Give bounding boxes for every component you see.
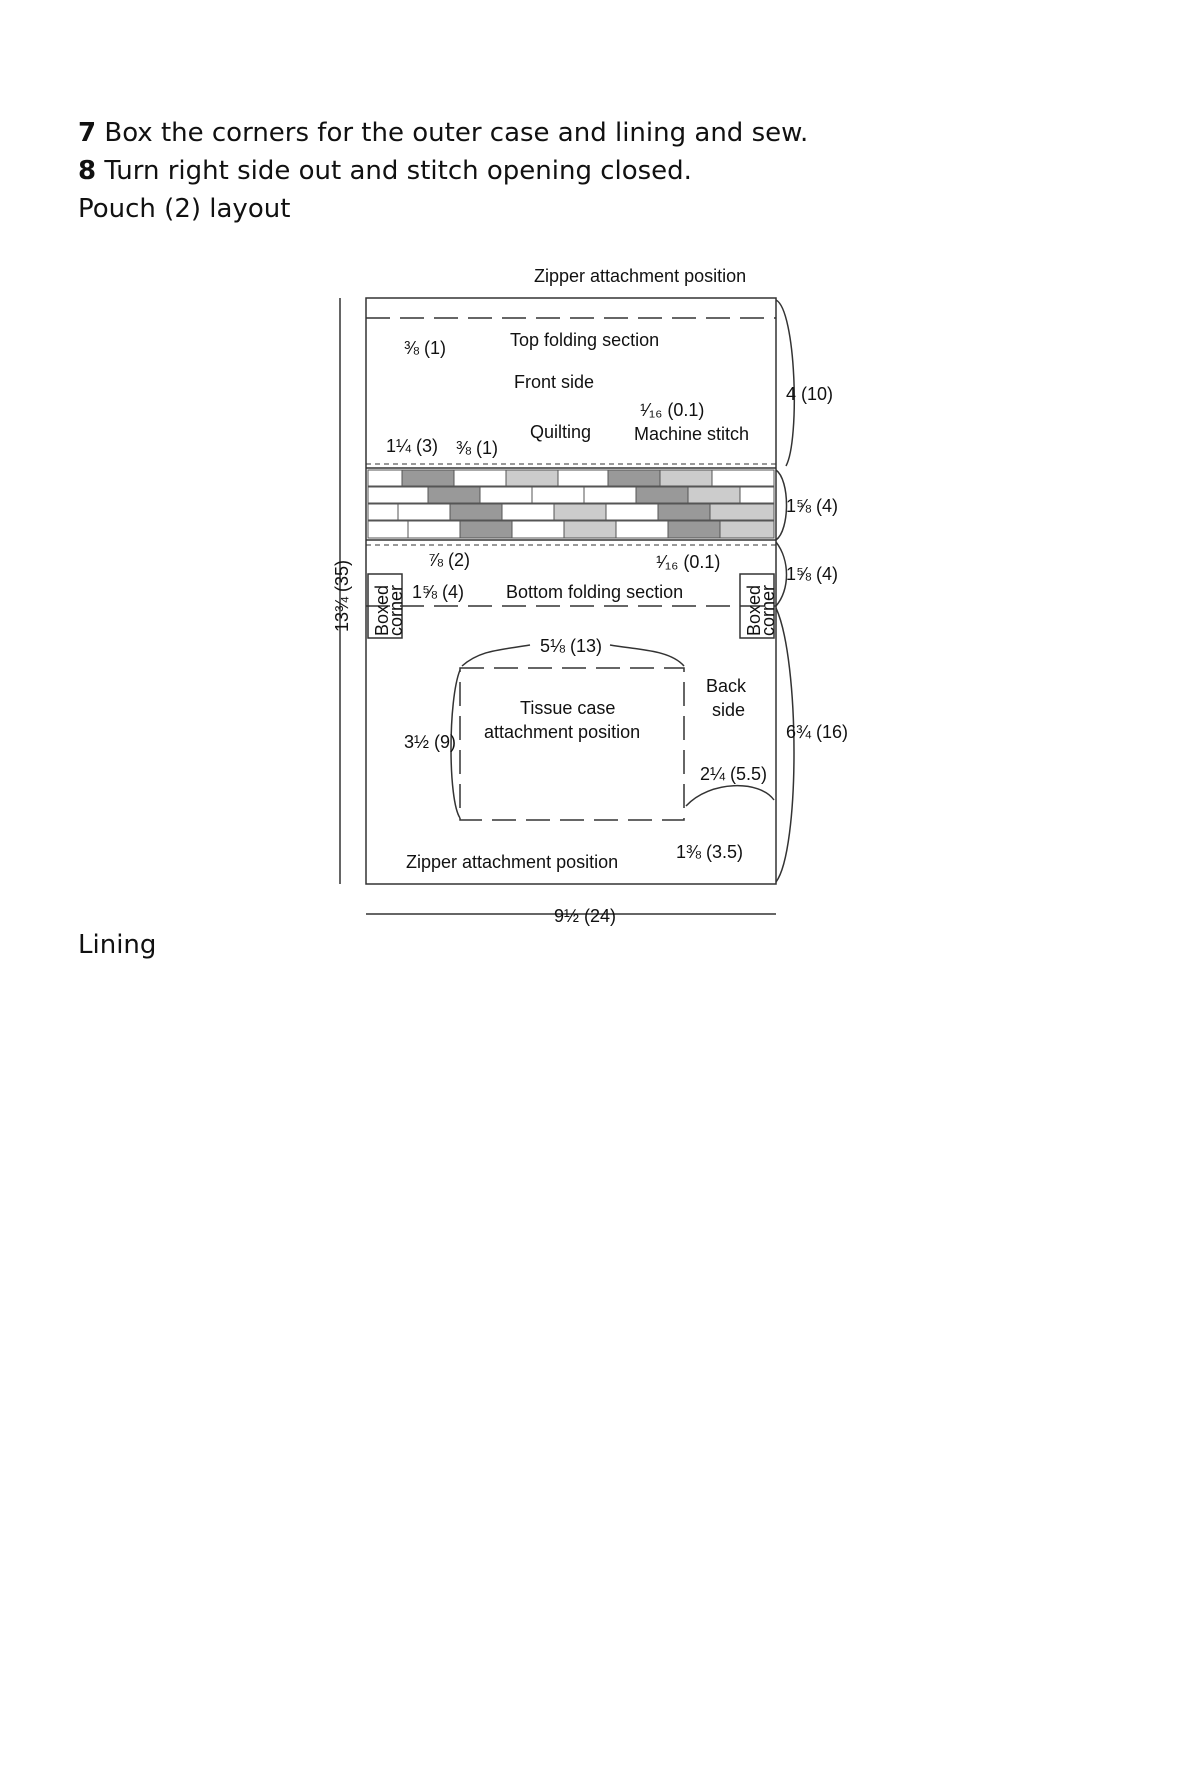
dim-sixteenth-bottom: ¹⁄₁₆ (0.1) bbox=[656, 552, 720, 572]
dim-six-three-quarter: 6¾ (16) bbox=[786, 722, 848, 742]
quilting-bricks bbox=[367, 469, 775, 539]
label-back-side-1: Back bbox=[706, 676, 747, 696]
bracket-one-five-eighths-b bbox=[775, 541, 788, 607]
dim-sixteenth-top: ¹⁄₁₆ (0.1) bbox=[640, 400, 704, 420]
bracket-two-quarter bbox=[685, 784, 775, 807]
pouch-outline bbox=[365, 297, 777, 885]
label-tissue-2: attachment position bbox=[484, 722, 640, 742]
label-back-side-2: side bbox=[712, 700, 745, 720]
tissue-case-outline bbox=[459, 667, 685, 821]
boxed-corner-right bbox=[739, 573, 775, 639]
label-tissue-1: Tissue case bbox=[520, 698, 615, 718]
dim-five-eighths-b: 1⅝ (4) bbox=[786, 564, 838, 584]
boxed-corner-left-2: corner bbox=[386, 585, 406, 636]
label-zipper-top: Zipper attachment position bbox=[534, 266, 746, 286]
step-number: 7 bbox=[78, 118, 97, 148]
label-zipper-bottom: Zipper attachment position bbox=[406, 852, 618, 872]
dim-one-three-eighth: 1⅜ (3.5) bbox=[676, 842, 743, 862]
dim-seven-eighths: ⅞ (2) bbox=[428, 550, 470, 570]
pouch-layout-diagram: Zipper attachment position Top folding s… bbox=[332, 266, 848, 926]
step-text: Box the corners for the outer case and l… bbox=[96, 118, 809, 148]
label-front-side: Front side bbox=[514, 372, 594, 392]
label-top-folding: Top folding section bbox=[510, 330, 659, 350]
dim-height: 13¾ (35) bbox=[332, 560, 352, 632]
boxed-corner-left bbox=[367, 573, 403, 639]
bracket-three-half bbox=[450, 669, 461, 819]
label-quilting: Quilting bbox=[530, 422, 591, 442]
boxed-corner-left-1: Boxed bbox=[372, 585, 392, 636]
label-bottom-folding: Bottom folding section bbox=[506, 582, 683, 602]
instruction-step-7: 7 Box the corners for the outer case and… bbox=[78, 118, 808, 148]
bracket-five-one-eighth bbox=[461, 644, 685, 667]
dim-five-one-eighth: 5⅛ (13) bbox=[540, 636, 602, 656]
dim-five-eighths-a: 1⅝ (4) bbox=[786, 496, 838, 516]
label-machine-stitch: Machine stitch bbox=[634, 424, 749, 444]
boxed-corner-right-2: corner bbox=[758, 585, 778, 636]
dim-three-eighths-mid: ⅜ (1) bbox=[456, 438, 498, 458]
step-text: Turn right side out and stitch opening c… bbox=[96, 156, 692, 186]
dim-three-half: 3½ (9) bbox=[404, 732, 456, 752]
dim-two-quarter: 2¼ (5.5) bbox=[700, 764, 767, 784]
dim-width: 9½ (24) bbox=[554, 906, 616, 926]
bracket-4 bbox=[775, 299, 795, 467]
dim-one-quarter: 1¼ (3) bbox=[386, 436, 438, 456]
diagram-caption: Pouch (2) layout bbox=[78, 194, 291, 224]
dim-five-eighths-left: 1⅝ (4) bbox=[412, 582, 464, 602]
dim-four: 4 (10) bbox=[786, 384, 833, 404]
bracket-six-three-quarter bbox=[775, 607, 795, 883]
step-number: 8 bbox=[78, 156, 97, 186]
dim-three-eighths-top: ⅜ (1) bbox=[404, 338, 446, 358]
boxed-corner-right-1: Boxed bbox=[744, 585, 764, 636]
instruction-step-8: 8 Turn right side out and stitch opening… bbox=[78, 156, 692, 186]
bracket-one-five-eighths-a bbox=[775, 469, 788, 541]
lining-heading: Lining bbox=[78, 930, 157, 960]
